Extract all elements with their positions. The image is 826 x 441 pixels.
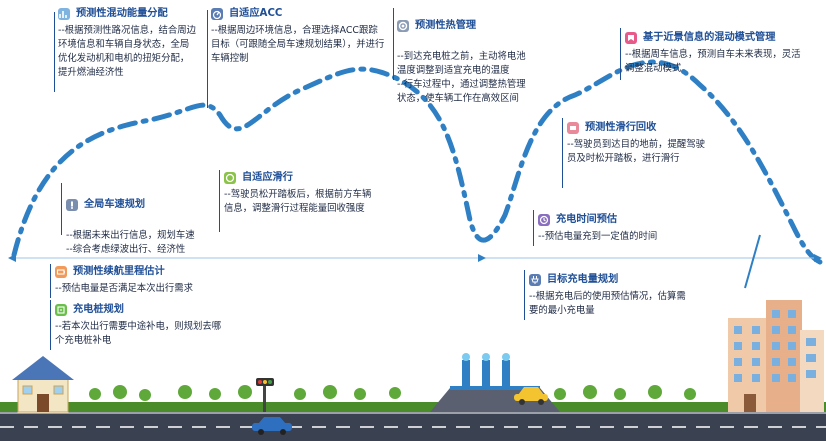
timeline-arrow-right — [814, 254, 822, 262]
note-target-charge: 目标充电量规划 --根据充电后的使用预估情况，估算需要的最小充电量 — [529, 272, 693, 318]
tick-target — [524, 270, 525, 320]
plug-icon — [529, 274, 541, 286]
tick-charge-time — [533, 210, 534, 246]
tag-icon — [625, 32, 637, 44]
note-body: --到达充电桩之前，主动将电池温度调整到适宜充电的温度 --行车过程中，通过调整… — [397, 51, 526, 104]
note-title: 基于近景信息的混动模式管理 — [643, 32, 776, 43]
coast-icon — [567, 122, 579, 134]
note-body: --若本次出行需要中途补电，则规划去哪个充电桩补电 — [55, 321, 222, 346]
chart-icon — [58, 8, 70, 20]
battery-icon — [55, 266, 67, 278]
note-body: --根据未来出行信息，规划车速 --综合考虑绿波出行、经济性 — [66, 230, 195, 255]
note-body: --驾驶员到达目的地前，提醒驾驶员及时松开踏板，进行滑行 — [567, 139, 706, 164]
tick-thermal — [393, 8, 394, 80]
buildings — [728, 300, 824, 412]
traffic-light — [256, 378, 274, 412]
note-title: 预测性滑行回收 — [585, 122, 657, 133]
note-title: 自适应ACC — [229, 8, 283, 19]
note-title: 预测性混动能量分配 — [76, 8, 168, 19]
thermometer-icon — [397, 20, 409, 32]
tick-range — [50, 264, 51, 298]
tick-speed — [61, 183, 62, 235]
clock-icon — [538, 214, 550, 226]
note-body: --预估电量充到一定值的时间 — [538, 231, 658, 242]
note-body: --驾驶员松开踏板后，根据前方车辆信息，调整滑行过程能量回收强度 — [224, 189, 372, 214]
trees — [89, 385, 696, 401]
yellow-car — [514, 387, 548, 405]
note-title: 目标充电量规划 — [547, 274, 619, 285]
note-body: --根据周车信息，预测自车未来表现，灵活调整混动模式 — [625, 49, 801, 74]
note-pred-coast: 预测性滑行回收 --驾驶员到达目的地前，提醒驾驶员及时松开踏板，进行滑行 — [567, 120, 707, 166]
note-title: 充电时间预估 — [556, 214, 618, 225]
note-title: 全局车速规划 — [84, 199, 146, 210]
car-icon — [66, 199, 78, 211]
tick-coast — [219, 170, 220, 232]
note-pred-range: 预测性续航里程估计 --预估电量是否满足本次出行需求 — [55, 264, 245, 296]
note-body: --根据周边环境信息，合理选择ACC跟踪目标（可跟随全局车速规划结果），并进行车… — [211, 25, 385, 64]
note-body: --根据充电后的使用预估情况，估算需要的最小充电量 — [529, 291, 686, 316]
note-body: --根据预测性路况信息，结合周边环境信息和车辆自身状态，全局优化发动机和电机的扭… — [58, 25, 197, 78]
note-charge-pile: 充电桩规划 --若本次出行需要中途补电，则规划去哪个充电桩补电 — [55, 302, 225, 348]
tick-near — [620, 28, 621, 80]
route-link — [744, 234, 761, 289]
tick-pred-coast — [562, 118, 563, 188]
gauge-icon — [211, 8, 223, 20]
timeline-arrow-mid — [478, 254, 486, 262]
house-illustration — [12, 356, 74, 413]
note-title: 充电桩规划 — [73, 304, 124, 315]
note-title: 预测性热管理 — [415, 20, 477, 31]
note-pred-thermal: 预测性热管理 --到达充电桩之前，主动将电池温度调整到适宜充电的温度 --行车过… — [397, 4, 531, 120]
tick-energy — [54, 12, 55, 92]
tick-pile — [50, 300, 51, 350]
route-curve — [11, 59, 823, 265]
note-title: 预测性续航里程估计 — [73, 266, 165, 277]
note-title: 自适应滑行 — [242, 172, 293, 183]
note-adaptive-acc: 自适应ACC --根据周边环境信息，合理选择ACC跟踪目标（可跟随全局车速规划结… — [211, 6, 387, 66]
note-adaptive-coast: 自适应滑行 --驾驶员松开踏板后，根据前方车辆信息，调整滑行过程能量回收强度 — [224, 170, 372, 216]
blue-car — [252, 417, 292, 435]
note-body: --预估电量是否满足本次出行需求 — [55, 283, 194, 294]
note-charge-time: 充电时间预估 --预估电量充到一定值的时间 — [538, 212, 688, 244]
leaf-icon — [224, 172, 236, 184]
tick-acc — [207, 10, 208, 108]
timeline-arrow-left — [8, 254, 16, 262]
note-near-mode: 基于近景信息的混动模式管理 --根据周车信息，预测自车未来表现，灵活调整混动模式 — [625, 30, 805, 76]
grass — [0, 402, 826, 412]
charging-pile-icon — [55, 304, 67, 316]
note-pred-energy: 预测性混动能量分配 --根据预测性路况信息，结合周边环境信息和车辆自身状态，全局… — [58, 6, 198, 80]
note-global-speed: 全局车速规划 --根据未来出行信息，规划车速 --综合考虑绿波出行、经济性 — [66, 183, 206, 271]
